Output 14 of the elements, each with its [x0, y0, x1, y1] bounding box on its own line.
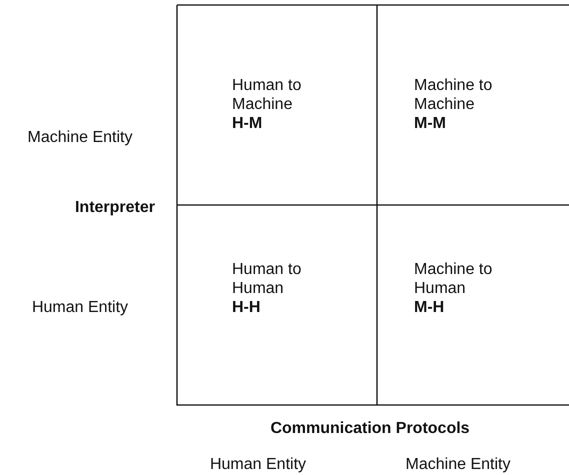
quadrant-title: Human to Human: [232, 260, 302, 298]
quadrant-title: Human to Machine: [232, 76, 302, 114]
row-label: Machine Entity: [28, 128, 132, 147]
row-label: Human Entity: [32, 298, 128, 317]
axis-label: Interpreter: [74, 198, 155, 217]
quadrant-code: M-M: [414, 114, 447, 133]
quadrant-code: H-M: [232, 114, 264, 133]
quadrant-title: Machine to Machine: [414, 76, 494, 114]
quadrant-title: Machine to Human: [414, 260, 494, 298]
column-label: Human Entity: [210, 455, 306, 474]
quadrant-code: H-H: [232, 298, 262, 317]
quadrant-code: M-H: [414, 298, 446, 317]
column-label: Machine Entity: [406, 455, 510, 474]
axis-label: Communication Protocols: [270, 419, 470, 438]
